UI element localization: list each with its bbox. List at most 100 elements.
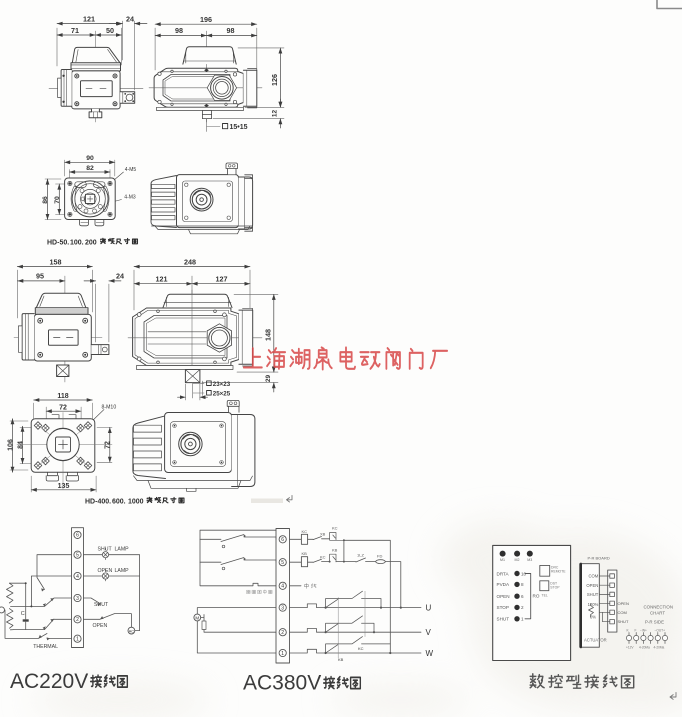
svg-text:84: 84: [17, 441, 24, 449]
svg-text:2: 2: [281, 630, 284, 636]
svg-text:6: 6: [521, 594, 524, 599]
svg-text:COM: COM: [618, 610, 627, 615]
svg-text:LAMP: LAMP: [115, 568, 130, 574]
svg-text:90: 90: [86, 155, 94, 162]
svg-text:50: 50: [106, 26, 114, 35]
svg-text:M1: M1: [500, 558, 505, 562]
svg-text:72: 72: [104, 441, 111, 449]
svg-text:24: 24: [116, 272, 124, 281]
svg-text:M3: M3: [527, 558, 532, 562]
svg-text:100.: 100.: [70, 240, 84, 247]
svg-text:4-20Ma: 4-20Ma: [654, 646, 665, 650]
svg-text:AC: AC: [129, 628, 135, 633]
svg-text:1000: 1000: [128, 499, 144, 506]
svg-text:THERMAL: THERMAL: [33, 644, 58, 650]
svg-text:10: 10: [521, 571, 527, 576]
svg-text:86: 86: [42, 196, 49, 204]
svg-text:P-R BOARD: P-R BOARD: [588, 556, 610, 561]
svg-text:98: 98: [175, 26, 183, 35]
svg-text:25×25: 25×25: [213, 390, 231, 397]
svg-text:100%: 100%: [588, 602, 599, 607]
svg-text:148: 148: [264, 329, 273, 341]
svg-text:KC: KC: [332, 526, 338, 531]
svg-text:STOP: STOP: [550, 586, 560, 590]
svg-text:STOP: STOP: [497, 605, 509, 610]
svg-text:COM: COM: [589, 574, 599, 579]
svg-text:118: 118: [57, 393, 68, 400]
svg-text:OPEN: OPEN: [497, 594, 510, 599]
svg-text:U: U: [426, 604, 432, 613]
svg-text:2: 2: [521, 605, 524, 610]
svg-text:5: 5: [281, 560, 284, 566]
svg-text:71: 71: [71, 26, 79, 35]
svg-text:6: 6: [76, 533, 79, 539]
svg-text:+12V: +12V: [626, 646, 634, 650]
svg-text:70: 70: [54, 196, 61, 204]
svg-text:248: 248: [184, 257, 196, 266]
svg-text:121: 121: [156, 275, 168, 284]
svg-text:OPEN: OPEN: [98, 568, 113, 574]
svg-text:M: M: [195, 616, 199, 621]
svg-text:C: C: [21, 611, 25, 617]
svg-text:15•15: 15•15: [230, 124, 248, 131]
svg-text:W: W: [426, 649, 434, 658]
svg-text:KC: KC: [302, 529, 308, 534]
svg-text:98: 98: [227, 26, 235, 35]
svg-text:4: 4: [281, 584, 284, 590]
svg-text:PVDA: PVDA: [497, 582, 510, 587]
svg-text:24: 24: [126, 15, 134, 24]
svg-text:OPEN: OPEN: [618, 601, 629, 606]
svg-text:2: 2: [76, 617, 79, 623]
svg-text:OPEN: OPEN: [93, 623, 108, 629]
svg-text:LAMP: LAMP: [115, 547, 130, 553]
svg-text:121: 121: [83, 15, 95, 24]
svg-text:4-20Ma: 4-20Ma: [639, 646, 650, 650]
svg-text:72: 72: [59, 404, 67, 411]
svg-text:23×23: 23×23: [213, 381, 231, 388]
svg-text:CONNECTION: CONNECTION: [644, 605, 674, 610]
svg-text:KC: KC: [358, 646, 364, 651]
svg-text:135: 135: [58, 483, 70, 490]
svg-text:AC380V: AC380V: [243, 672, 321, 695]
svg-text:1: 1: [281, 651, 284, 657]
svg-text:OPEN: OPEN: [586, 583, 598, 588]
svg-text:158: 158: [50, 257, 62, 266]
svg-text:AC220V: AC220V: [10, 670, 88, 693]
svg-text:P-R SIDE: P-R SIDE: [645, 620, 664, 625]
svg-text:196: 196: [200, 15, 212, 24]
svg-text:K: K: [627, 629, 630, 633]
svg-text:600.: 600.: [112, 499, 126, 506]
svg-text:V: V: [426, 628, 432, 637]
svg-text:DRTA: DRTA: [497, 571, 510, 576]
svg-text:RO: RO: [533, 594, 540, 599]
svg-text:SHUT: SHUT: [618, 619, 629, 624]
svg-text:KC: KC: [320, 554, 326, 559]
svg-text:127: 127: [216, 275, 228, 284]
svg-text:XB: XB: [320, 532, 326, 537]
svg-text:126: 126: [270, 74, 279, 86]
svg-text:82: 82: [86, 165, 94, 172]
svg-text:29: 29: [265, 375, 272, 383]
svg-text:HD-400.: HD-400.: [85, 499, 111, 506]
svg-text:95: 95: [36, 272, 44, 281]
svg-text:−IN+: −IN+: [640, 629, 647, 633]
svg-text:DRC: DRC: [551, 566, 559, 570]
svg-text:8: 8: [521, 582, 524, 587]
svg-text:SHUT: SHUT: [98, 547, 113, 553]
svg-text:SHUT: SHUT: [587, 592, 599, 597]
svg-text:M2: M2: [515, 558, 520, 562]
svg-text:−OUT+: −OUT+: [655, 629, 666, 633]
svg-text:8-M10: 8-M10: [102, 405, 117, 411]
svg-text:CHART: CHART: [650, 611, 665, 616]
svg-text:SHUT: SHUT: [497, 617, 510, 622]
svg-text:200: 200: [85, 240, 97, 247]
svg-text:3: 3: [76, 596, 79, 602]
svg-text:106: 106: [7, 439, 14, 451]
svg-text:6: 6: [281, 537, 284, 543]
svg-text:1: 1: [521, 617, 524, 622]
svg-text:KB: KB: [332, 547, 338, 552]
svg-text:4-M5: 4-M5: [125, 167, 137, 173]
svg-text:ACTUATOR: ACTUATOR: [584, 638, 607, 643]
svg-text:0%: 0%: [590, 615, 596, 620]
svg-text:KB: KB: [338, 657, 344, 662]
